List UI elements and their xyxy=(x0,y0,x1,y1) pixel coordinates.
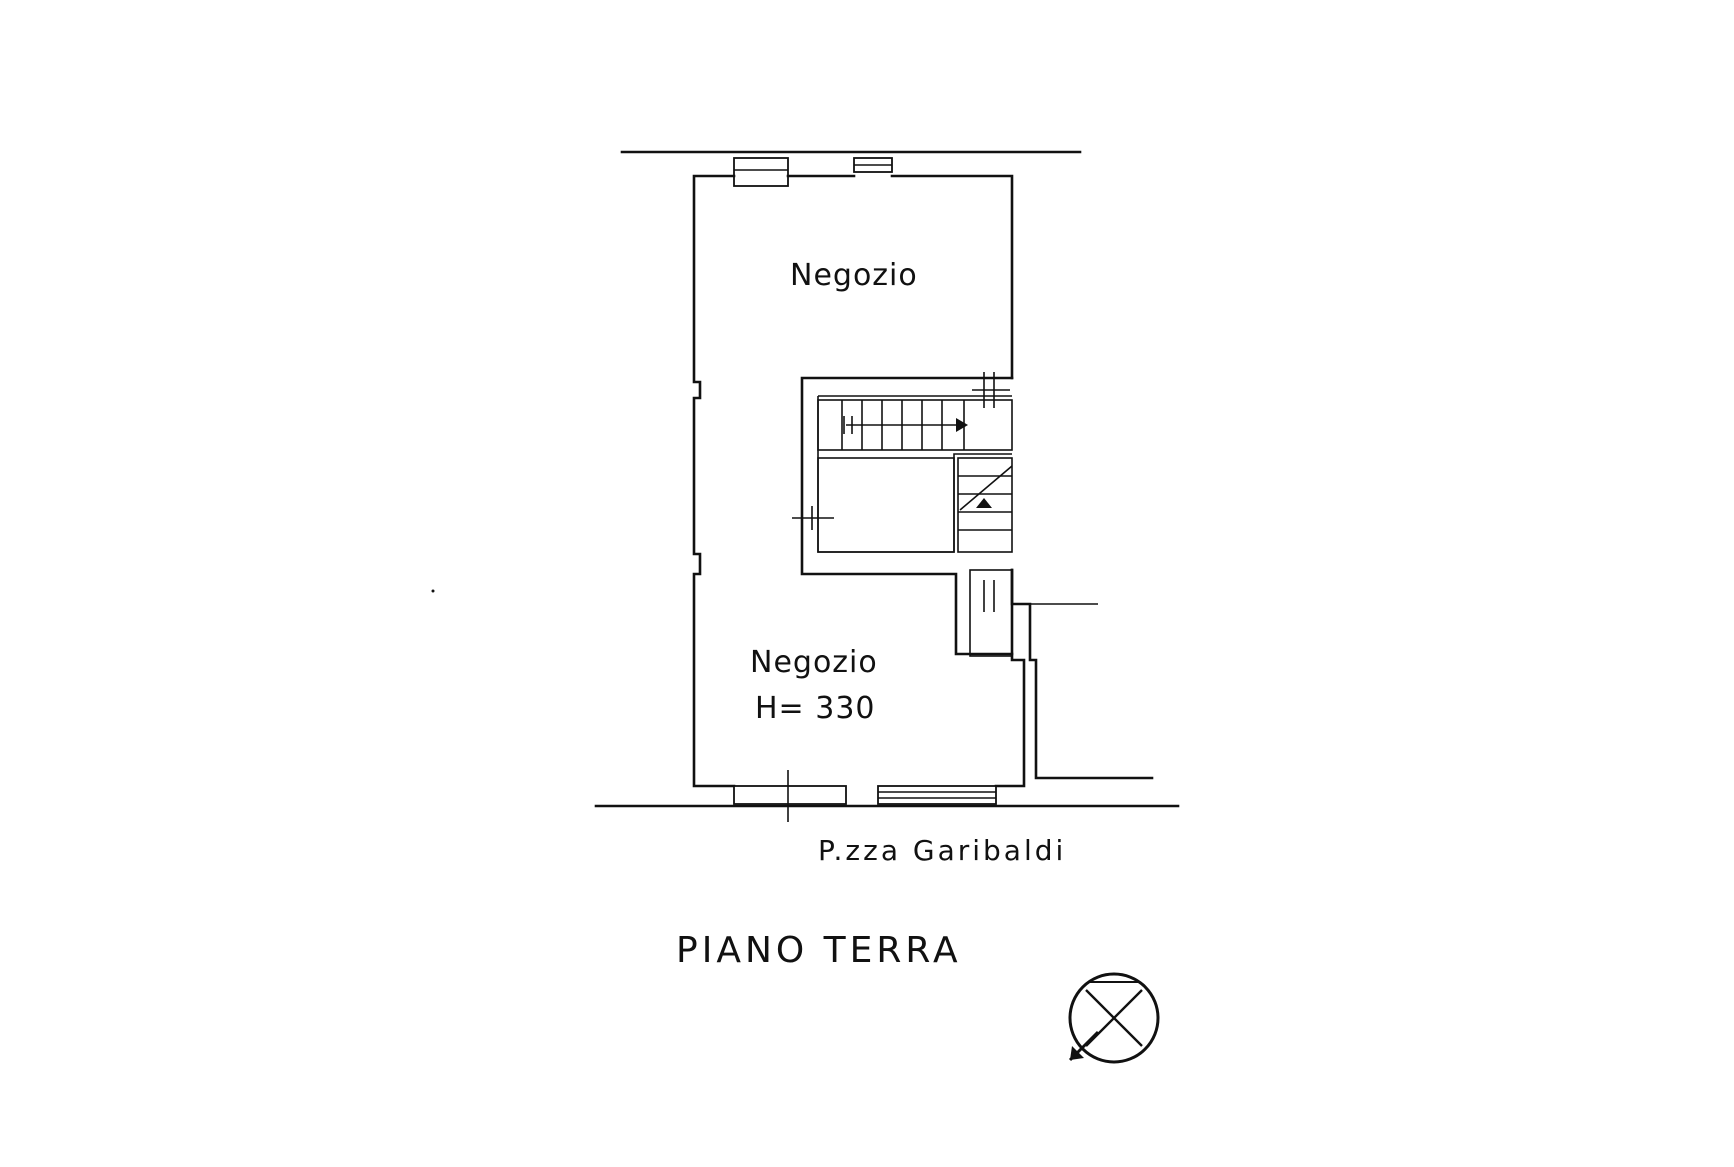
floor-label: PIANO TERRA xyxy=(676,930,962,971)
top-window-right xyxy=(853,157,893,173)
stair-core xyxy=(792,372,1098,657)
room-label-lower: Negozio xyxy=(750,645,878,680)
north-arrow-icon xyxy=(1068,972,1160,1064)
room-label-upper: Negozio xyxy=(790,258,918,293)
bottom-shop-window xyxy=(877,785,997,805)
top-window-left xyxy=(733,157,789,187)
stray-mark xyxy=(431,589,435,593)
room-height-note: H= 330 xyxy=(755,691,876,726)
street-label: P.zza Garibaldi xyxy=(818,834,1066,867)
bottom-door xyxy=(733,770,847,822)
